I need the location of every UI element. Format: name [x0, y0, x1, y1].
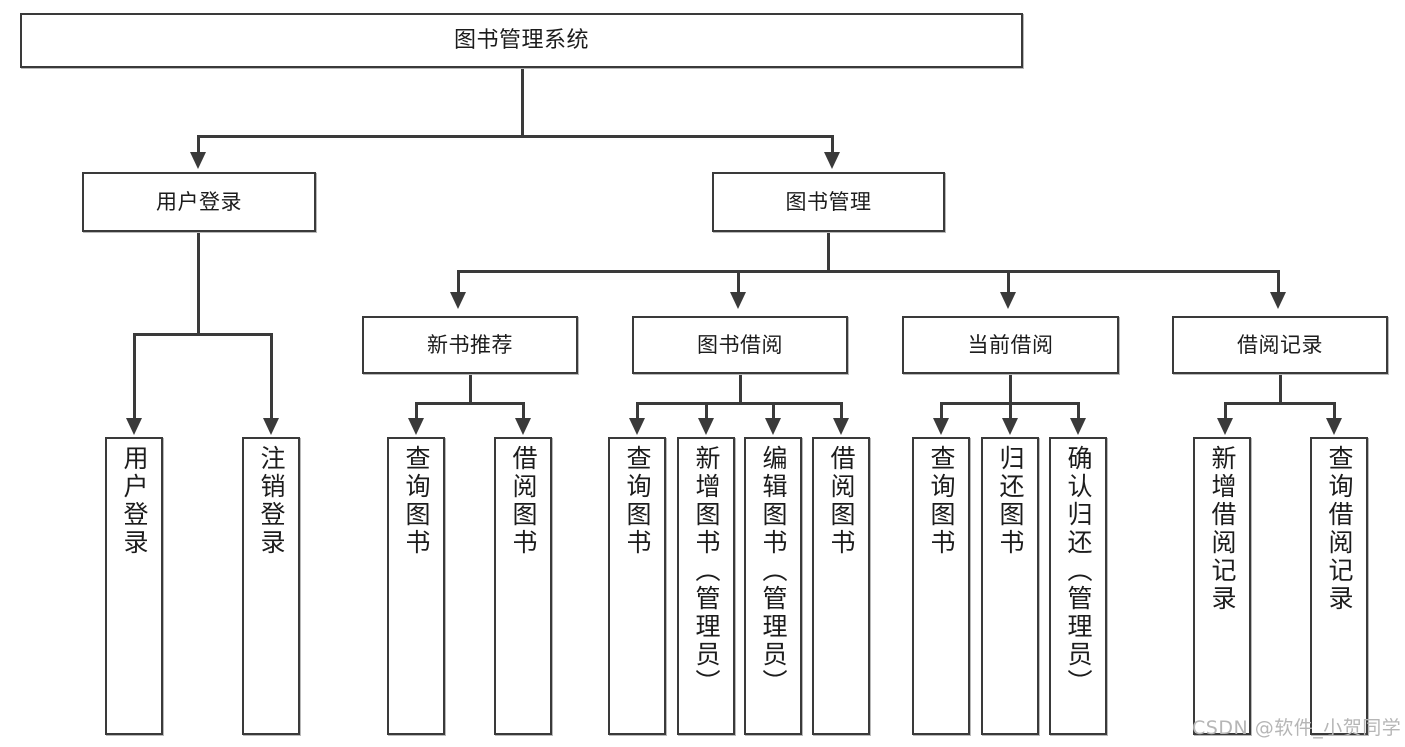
- node-label: 新书推荐: [427, 332, 513, 357]
- csdn-watermark: CSDN @软件_小贺同学: [1192, 717, 1402, 739]
- node-current-borrowing[interactable]: 当前借阅: [902, 316, 1119, 374]
- node-label: 图书管理: [785, 189, 872, 214]
- arrow-down-icon: [698, 418, 714, 435]
- connector-borrow-drop-2: [705, 402, 708, 420]
- node-label: 归还图书: [996, 445, 1025, 557]
- node-label: 编辑图书（管理员）: [759, 445, 788, 697]
- connector-records-drop-1: [1224, 402, 1227, 420]
- node-label: 确认归还（管理员）: [1064, 445, 1093, 697]
- node-label: 借阅记录: [1237, 332, 1323, 357]
- leaf-add-borrow-record[interactable]: 新增借阅记录: [1193, 437, 1251, 735]
- connector-userlogin-bus: [133, 333, 273, 336]
- arrow-down-icon: [629, 418, 645, 435]
- arrow-down-icon: [765, 418, 781, 435]
- node-label: 查询图书: [927, 445, 956, 557]
- node-user-login[interactable]: 用户登录: [82, 172, 316, 232]
- arrow-down-icon: [1217, 418, 1233, 435]
- node-new-book-recommendation[interactable]: 新书推荐: [362, 316, 578, 374]
- node-label: 用户登录: [156, 189, 242, 214]
- leaf-add-book-admin[interactable]: 新增图书（管理员）: [677, 437, 735, 735]
- connector-current-drop-3: [1077, 402, 1080, 420]
- arrow-down-icon: [1000, 292, 1016, 309]
- connector-newbook-drop-2: [522, 402, 525, 420]
- arrow-down-icon: [824, 152, 840, 169]
- leaf-query-books-borrow[interactable]: 查询图书: [608, 437, 666, 735]
- connector-records-bus: [1224, 402, 1336, 405]
- connector-borrow-stem: [739, 374, 742, 405]
- connector-borrow-drop-1: [636, 402, 639, 420]
- arrow-down-icon: [1270, 292, 1286, 309]
- connector-bookmgmt-drop-3: [1007, 270, 1010, 295]
- connector-root-drop-1: [197, 135, 200, 157]
- connector-root-bus: [197, 135, 834, 138]
- connector-root-stem: [521, 68, 524, 137]
- connector-records-stem: [1279, 374, 1282, 405]
- connector-borrow-bus: [636, 402, 840, 405]
- node-root-library-management-system[interactable]: 图书管理系统: [20, 13, 1023, 68]
- connector-current-stem: [1009, 374, 1012, 405]
- node-label: 新增图书（管理员）: [692, 445, 721, 697]
- connector-userlogin-stem: [197, 232, 200, 335]
- connector-userlogin-drop-1: [133, 333, 136, 420]
- arrow-down-icon: [263, 418, 279, 435]
- leaf-query-books-current[interactable]: 查询图书: [912, 437, 970, 735]
- node-borrowing-records[interactable]: 借阅记录: [1172, 316, 1388, 374]
- connector-newbook-bus: [415, 402, 525, 405]
- node-label: 用户登录: [120, 445, 149, 557]
- connector-root-drop-2: [831, 135, 834, 157]
- leaf-query-borrow-record[interactable]: 查询借阅记录: [1310, 437, 1368, 735]
- node-book-management[interactable]: 图书管理: [712, 172, 945, 232]
- node-label: 注销登录: [257, 445, 286, 557]
- arrow-down-icon: [1002, 418, 1018, 435]
- connector-newbook-drop-1: [415, 402, 418, 420]
- arrow-down-icon: [450, 292, 466, 309]
- connector-bookmgmt-drop-1: [457, 270, 460, 295]
- connector-bookmgmt-stem: [827, 232, 830, 273]
- connector-userlogin-drop-2: [270, 333, 273, 420]
- arrow-down-icon: [730, 292, 746, 309]
- leaf-query-books-newbook[interactable]: 查询图书: [387, 437, 445, 735]
- node-book-borrowing[interactable]: 图书借阅: [632, 316, 848, 374]
- leaf-borrow-books-newbook[interactable]: 借阅图书: [494, 437, 552, 735]
- leaf-return-books[interactable]: 归还图书: [981, 437, 1039, 735]
- connector-current-drop-2: [1009, 402, 1012, 420]
- arrow-down-icon: [190, 152, 206, 169]
- connector-bookmgmt-bus: [457, 270, 1280, 273]
- arrow-down-icon: [833, 418, 849, 435]
- connector-newbook-stem: [469, 374, 472, 405]
- leaf-user-login[interactable]: 用户登录: [105, 437, 163, 735]
- node-label: 新增借阅记录: [1208, 445, 1237, 613]
- node-label: 借阅图书: [827, 445, 856, 557]
- arrow-down-icon: [515, 418, 531, 435]
- connector-bookmgmt-drop-4: [1277, 270, 1280, 295]
- node-label: 查询图书: [402, 445, 431, 557]
- leaf-edit-book-admin[interactable]: 编辑图书（管理员）: [744, 437, 802, 735]
- node-label: 当前借阅: [967, 332, 1054, 357]
- arrow-down-icon: [126, 418, 142, 435]
- arrow-down-icon: [1070, 418, 1086, 435]
- leaf-borrow-books[interactable]: 借阅图书: [812, 437, 870, 735]
- node-label: 图书管理系统: [453, 27, 589, 53]
- node-label: 图书借阅: [697, 332, 783, 357]
- connector-borrow-drop-3: [772, 402, 775, 420]
- arrow-down-icon: [933, 418, 949, 435]
- node-label: 借阅图书: [509, 445, 538, 557]
- connector-records-drop-2: [1333, 402, 1336, 420]
- connector-current-drop-1: [940, 402, 943, 420]
- node-label: 查询图书: [623, 445, 652, 557]
- connector-bookmgmt-drop-2: [737, 270, 740, 295]
- leaf-confirm-return-admin[interactable]: 确认归还（管理员）: [1049, 437, 1107, 735]
- node-label: 查询借阅记录: [1325, 445, 1354, 613]
- arrow-down-icon: [1326, 418, 1342, 435]
- leaf-logout[interactable]: 注销登录: [242, 437, 300, 735]
- connector-borrow-drop-4: [840, 402, 843, 420]
- arrow-down-icon: [408, 418, 424, 435]
